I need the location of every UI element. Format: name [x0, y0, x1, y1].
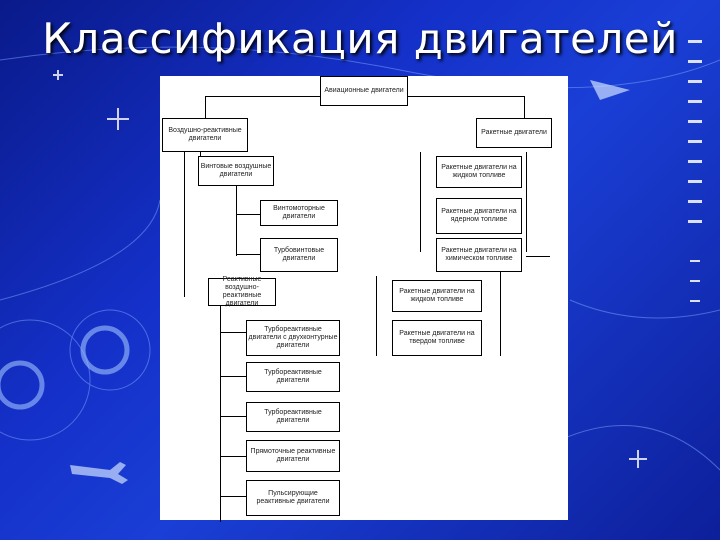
connector	[376, 276, 377, 356]
compressor-child: Турбовинтовые двигатели	[260, 238, 338, 272]
connector	[420, 152, 421, 252]
connector	[220, 496, 248, 497]
right-child: Ракетные двигатели на твердом топливе	[392, 320, 482, 356]
connector	[236, 254, 262, 255]
compressor-child: Винтомоторные двигатели	[260, 200, 338, 226]
right-child: Ракетные двигатели на жидком топливе	[436, 156, 522, 188]
connector	[236, 186, 237, 256]
connector	[526, 256, 550, 257]
right-child: Ракетные двигатели на ядерном топливе	[436, 198, 522, 234]
connector	[184, 152, 185, 297]
diagram-panel: Авиационные двигатели Воздушно-реактивны…	[160, 76, 568, 522]
jet-child: Прямоточные реактивные двигатели	[246, 440, 340, 472]
connector	[205, 96, 206, 118]
connector	[220, 376, 248, 377]
right-child: Ракетные двигатели на химическом топливе	[436, 238, 522, 272]
connector	[220, 332, 248, 333]
connector	[236, 214, 262, 215]
connector	[220, 304, 221, 522]
jet-child: Пульсирующие реактивные двигатели	[246, 480, 340, 516]
connector	[220, 456, 248, 457]
connector	[526, 152, 527, 252]
right-branch-node: Ракетные двигатели	[476, 118, 552, 148]
right-child: Ракетные двигатели на жидком топливе	[392, 280, 482, 312]
slide-title: Классификация двигателей	[42, 14, 678, 63]
root-node: Авиационные двигатели	[320, 76, 408, 106]
left-branch-node: Воздушно-реактивные двигатели	[162, 118, 248, 152]
connector	[524, 96, 525, 118]
jet-child: Турбореактивные двигатели	[246, 362, 340, 392]
connector	[220, 416, 248, 417]
compressor-node: Винтовые воздушные двигатели	[198, 156, 274, 186]
jet-child: Турбореактивные двигатели с двухконтурны…	[246, 320, 340, 356]
jet-child: Турбореактивные двигатели	[246, 402, 340, 432]
jet-node: Реактивные воздушно-реактивные двигатели	[208, 276, 276, 307]
connector	[500, 266, 501, 356]
